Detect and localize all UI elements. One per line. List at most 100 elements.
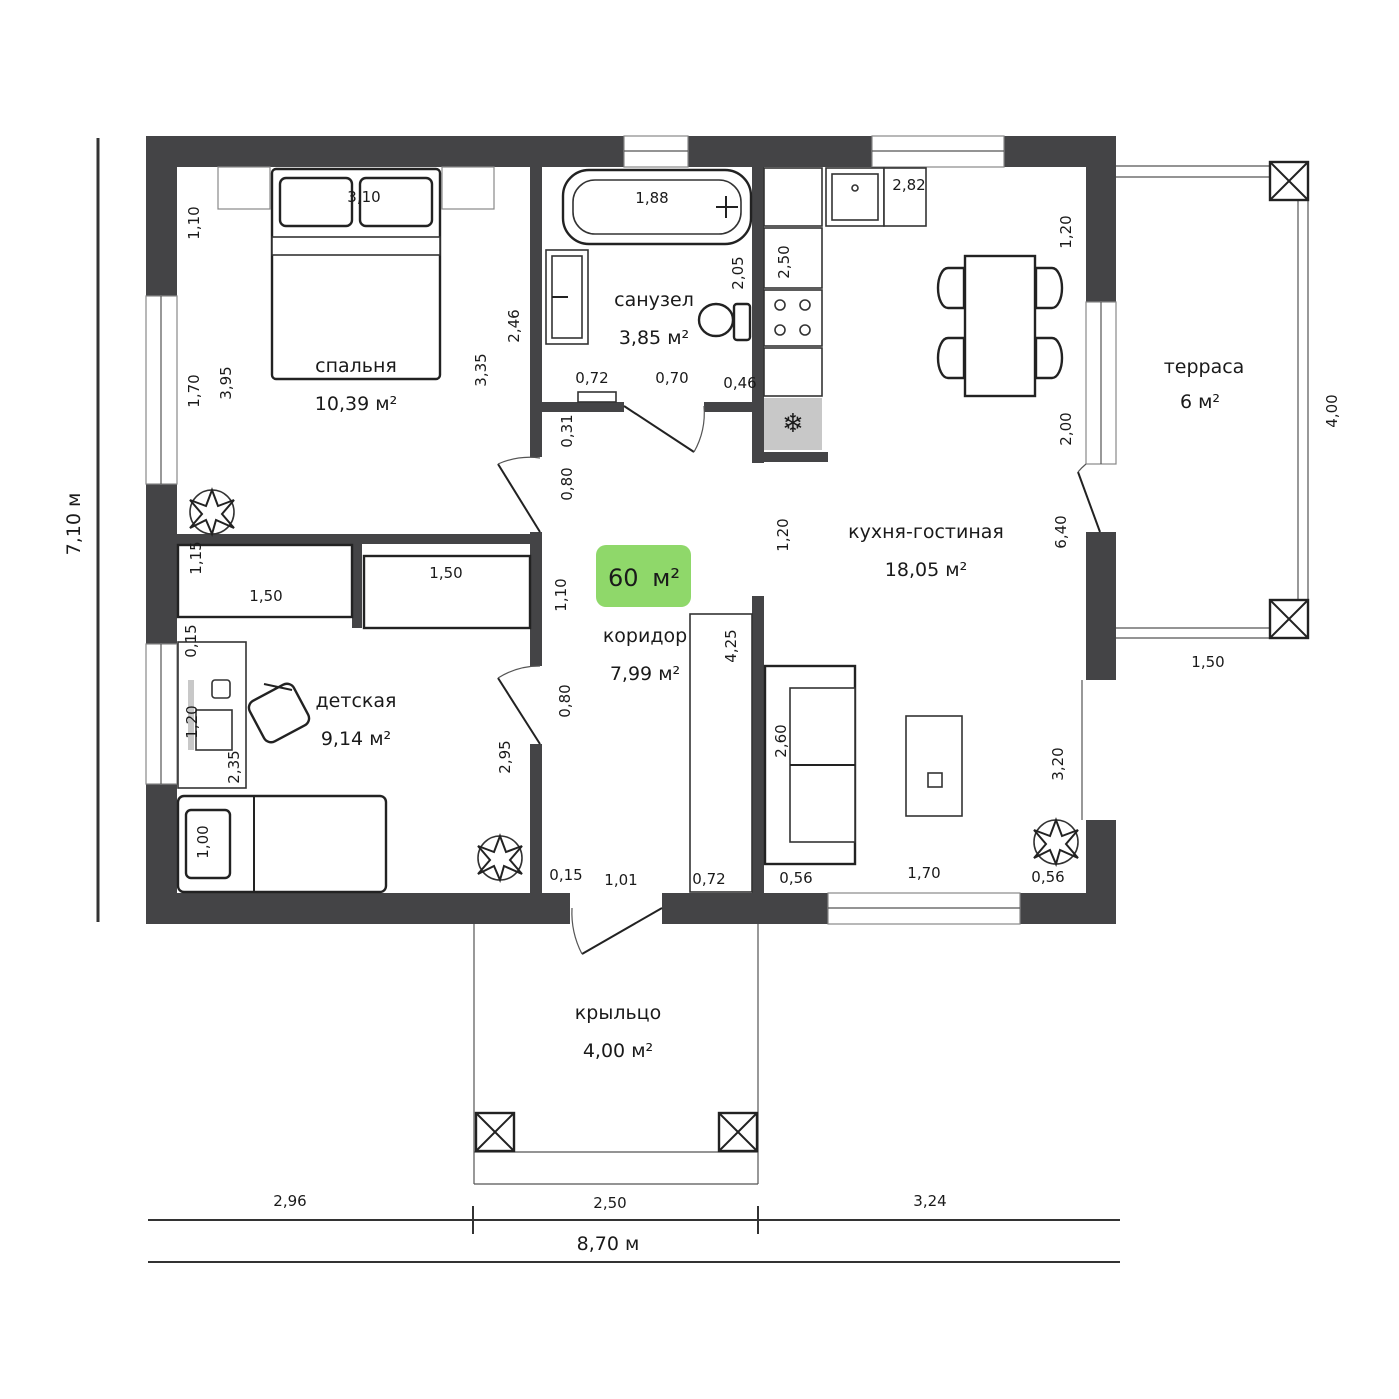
chair-icon — [247, 682, 311, 744]
fridge-icon: ❄ — [764, 398, 822, 450]
room-name-kids: детская — [316, 690, 397, 712]
room-area-terrace: 6 м² — [1180, 391, 1220, 413]
dim-label: 2,50 — [593, 1194, 626, 1212]
room-area-kitchen: 18,05 м² — [885, 559, 967, 581]
dim-label: 0,80 — [556, 684, 574, 717]
double-bed — [270, 167, 442, 381]
svg-text:❄: ❄ — [782, 409, 804, 439]
dim-label: 4,00 — [1323, 394, 1341, 427]
room-labels: спальня 10,39 м² санузел 3,85 м² кухня-г… — [315, 289, 1245, 1062]
room-name-bathroom: санузел — [614, 289, 694, 311]
overall-width: 8,70 м — [577, 1233, 640, 1255]
svg-text:60 м²: 60 м² — [608, 564, 680, 592]
total-area-badge: 60 м² — [596, 545, 691, 607]
kitchen-furniture: ❄ — [763, 167, 1079, 867]
dim-label: 2,00 — [1057, 412, 1075, 445]
single-bed — [176, 794, 388, 894]
dim-label: 1,01 — [604, 871, 637, 889]
dim-label: 0,56 — [1031, 868, 1064, 886]
dim-label: 6,40 — [1052, 515, 1070, 548]
dim-label: 4,25 — [722, 629, 740, 662]
room-area-bathroom: 3,85 м² — [619, 327, 689, 349]
doors — [497, 405, 1101, 955]
dim-label: 1,20 — [183, 705, 201, 738]
dim-label: 1,00 — [194, 825, 212, 858]
dim-label: 2,05 — [729, 256, 747, 289]
entrance-door[interactable] — [571, 907, 663, 955]
door[interactable] — [497, 456, 541, 533]
dim-label: 3,95 — [217, 366, 235, 399]
window — [145, 643, 178, 785]
dim-label: 2,95 — [496, 740, 514, 773]
dim-label: 2,96 — [273, 1192, 306, 1210]
toilet — [697, 302, 752, 342]
dim-label: 0,15 — [549, 866, 582, 884]
dining-table — [936, 254, 1064, 398]
window — [623, 135, 689, 168]
dim-label: 3,20 — [1049, 747, 1067, 780]
dim-label: 1,10 — [185, 206, 203, 239]
dim-label: 2,82 — [892, 176, 925, 194]
bathroom-furniture — [545, 168, 753, 403]
plant-icon — [477, 833, 523, 883]
total-area-badge-bg — [596, 545, 691, 607]
dim-label: 1,50 — [1191, 653, 1224, 671]
sofa — [763, 664, 857, 866]
window — [871, 135, 1005, 168]
column-icon — [474, 1111, 516, 1153]
outer-walls — [146, 136, 1116, 924]
dim-label: 1,15 — [187, 541, 205, 574]
column-icon — [717, 1111, 759, 1153]
inner-walls — [146, 167, 828, 893]
dim-label: 1,88 — [635, 189, 668, 207]
dim-label: 0,70 — [655, 369, 688, 387]
dim-label: 0,15 — [182, 624, 200, 657]
dim-label: 3,35 — [472, 353, 490, 386]
room-name-kitchen: кухня-гостиная — [848, 521, 1004, 543]
door[interactable] — [1077, 463, 1101, 533]
kids-furniture — [176, 641, 523, 894]
dim-label: 1,50 — [429, 564, 462, 582]
corridor-furniture — [176, 543, 753, 893]
room-name-porch: крыльцо — [575, 1002, 661, 1024]
sink — [545, 249, 589, 345]
dim-label: 2,35 — [225, 750, 243, 783]
windows — [145, 135, 1117, 925]
dim-label: 1,50 — [249, 587, 282, 605]
room-area-corridor: 7,99 м² — [610, 663, 680, 685]
room-area-kids: 9,14 м² — [321, 728, 391, 750]
dim-label: 1,70 — [907, 864, 940, 882]
column-icon — [1268, 160, 1310, 202]
window — [1085, 301, 1117, 465]
room-name-terrace: терраса — [1164, 356, 1245, 378]
room-area-bedroom: 10,39 м² — [315, 393, 397, 415]
total-area-value: 60 — [608, 564, 639, 592]
porch — [473, 924, 759, 1185]
overall-dimensions: 7,10 м 2,96 2,50 3,24 8,70 м — [63, 138, 1120, 1263]
dim-label: 2,60 — [772, 724, 790, 757]
dim-label: 0,72 — [692, 870, 725, 888]
plant-icon — [1033, 817, 1079, 867]
kitchen-sink — [825, 167, 885, 227]
total-area-unit: м² — [652, 564, 680, 592]
dim-label: 0,72 — [575, 369, 608, 387]
coffee-table — [905, 715, 963, 817]
room-name-bedroom: спальня — [315, 355, 397, 377]
window — [145, 295, 178, 485]
desk — [177, 641, 247, 789]
door[interactable] — [623, 405, 705, 453]
dim-label: 0,80 — [558, 467, 576, 500]
window — [827, 892, 1021, 925]
dim-label: 1,20 — [1057, 215, 1075, 248]
dim-label: 0,31 — [558, 414, 576, 447]
column-icon — [1268, 598, 1310, 640]
dim-label: 3,10 — [347, 188, 380, 206]
dim-label: 3,24 — [913, 1192, 946, 1210]
room-area-porch: 4,00 м² — [583, 1040, 653, 1062]
door[interactable] — [497, 665, 541, 745]
stove-icon — [763, 289, 823, 347]
dim-label: 1,20 — [774, 518, 792, 551]
dim-label: 1,10 — [552, 578, 570, 611]
terrace — [1116, 160, 1310, 640]
